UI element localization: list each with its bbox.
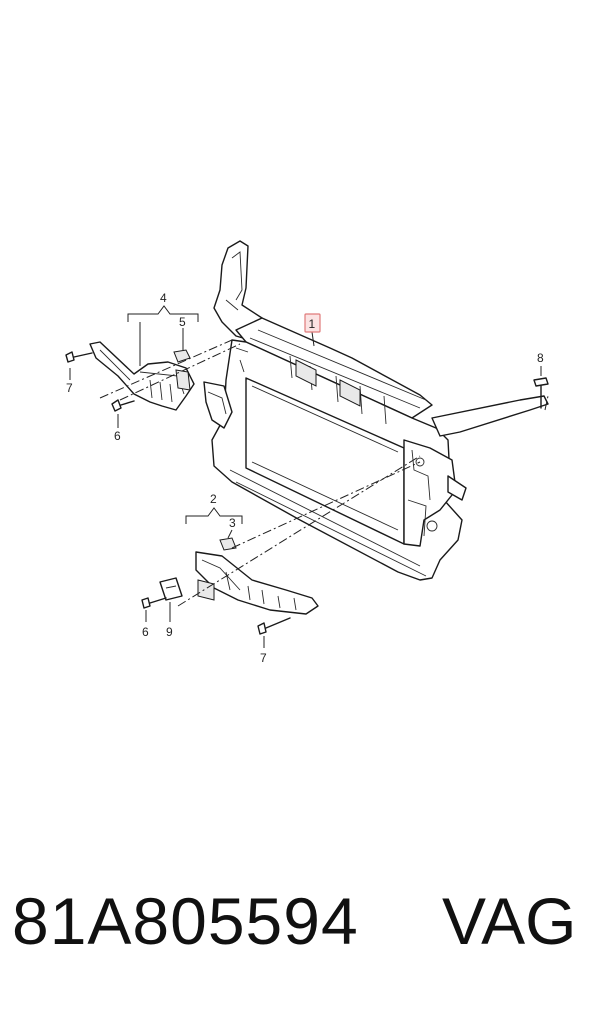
callout-7-upper: 7 [66, 381, 73, 395]
callout-4: 4 [160, 291, 167, 305]
callout-2: 2 [210, 492, 217, 506]
assembly-lines [99, 339, 549, 607]
leader-lines [69, 305, 542, 648]
callout-5: 5 [179, 315, 186, 329]
callout-8: 8 [537, 351, 544, 365]
callout-9: 9 [166, 625, 173, 639]
part-number-label: 81A805594 [12, 884, 359, 958]
upper-bracket-part [65, 341, 195, 412]
exploded-parts-diagram: 1 4 5 7 6 2 3 6 9 7 8 [65, 240, 549, 665]
callout-6-upper: 6 [114, 429, 121, 443]
lower-bracket-part [141, 537, 319, 635]
brand-label: VAG [442, 884, 577, 958]
lock-carrier-part [203, 240, 549, 581]
clip-part-8 [533, 377, 549, 409]
callout-1: 1 [309, 317, 316, 331]
highlight-box [304, 313, 321, 333]
callout-3: 3 [229, 516, 236, 530]
callout-7-lower: 7 [260, 651, 267, 665]
callout-6-lower: 6 [142, 625, 149, 639]
